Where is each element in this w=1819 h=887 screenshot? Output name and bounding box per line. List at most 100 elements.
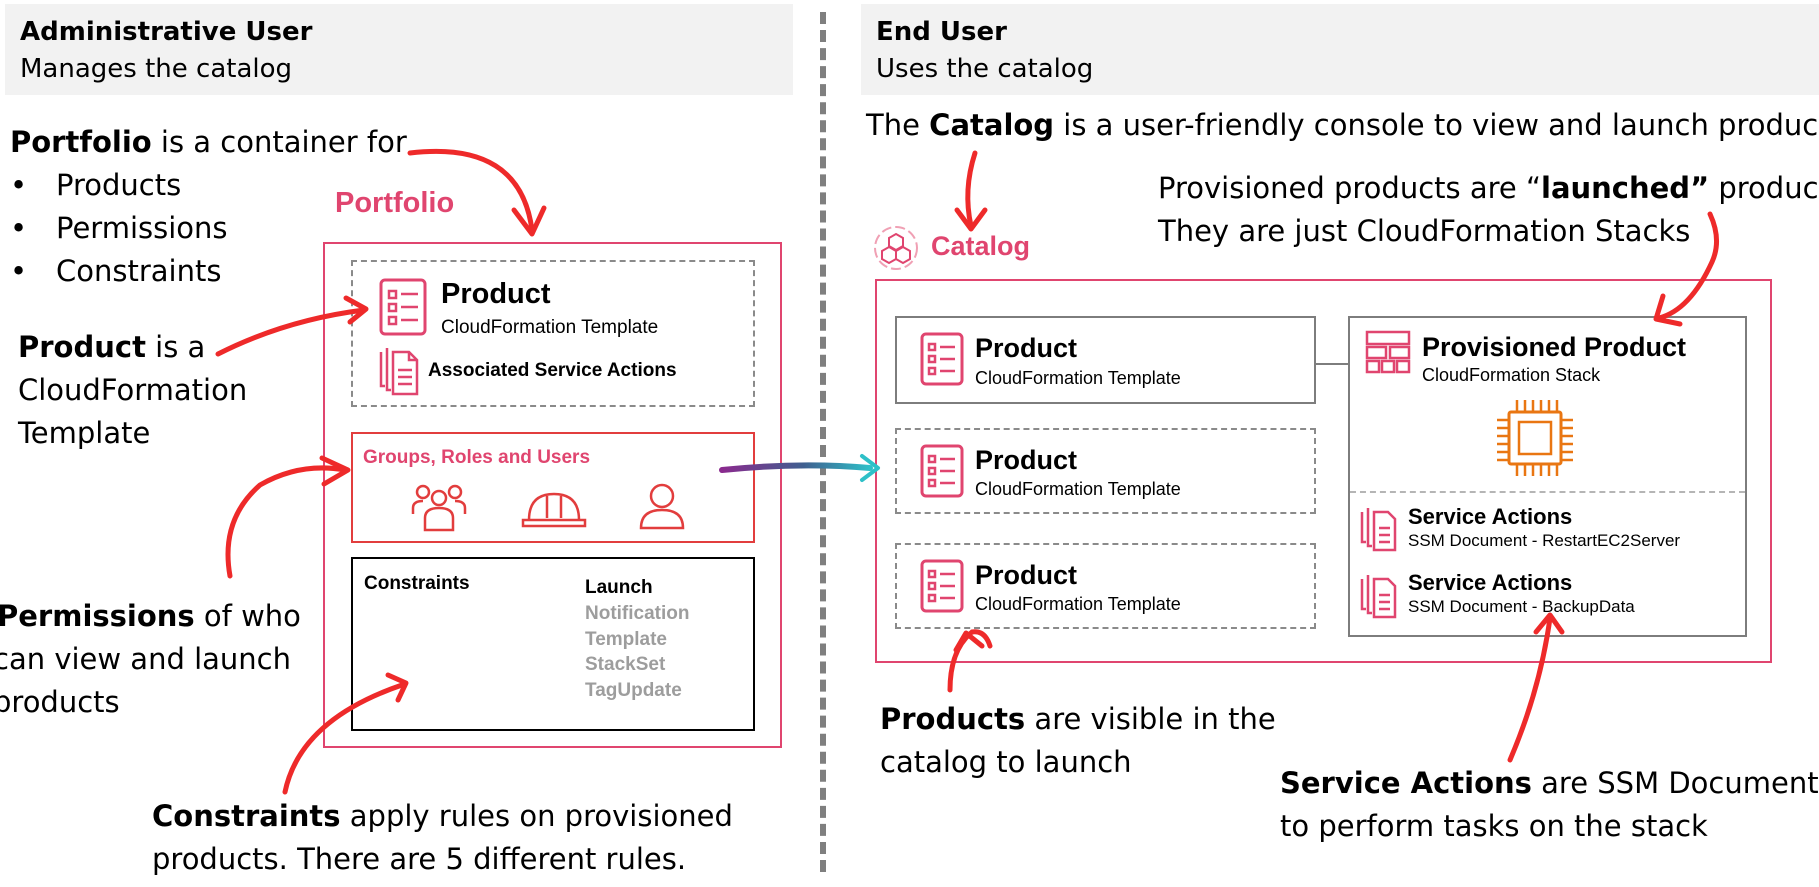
service-actions-note-text: are SSM Documents xyxy=(1531,766,1819,800)
arrow-catalog-head xyxy=(954,207,988,232)
portfolio-bullets: • Products • Permissions • Constraints xyxy=(10,164,228,293)
provisioned-note-pre: Provisioned products are “ xyxy=(1158,171,1541,205)
groups-roles-users-box: Groups, Roles and Users xyxy=(351,432,755,543)
catalog-note: The Catalog is a user-friendly console t… xyxy=(866,104,1819,147)
products-visible-note-bold: Products xyxy=(880,702,1026,736)
service-action-subtitle: SSM Document - BackupData xyxy=(1408,597,1635,616)
constraint-stackset: StackSet xyxy=(585,654,666,675)
catalog-label: Catalog xyxy=(931,231,1031,261)
permissions-note-text: of who xyxy=(194,599,301,633)
bullet-mark: • xyxy=(10,168,28,202)
product-list-icon xyxy=(379,278,427,336)
product-note-line3: Template xyxy=(18,416,151,450)
portfolio-product-subtitle: CloudFormation Template xyxy=(441,317,659,338)
hard-hat-icon xyxy=(521,492,587,528)
products-visible-note-text: are visible in the xyxy=(1025,702,1276,736)
portfolio-label: Portfolio xyxy=(335,187,455,219)
bullet-item: • Permissions xyxy=(10,207,228,250)
portfolio-product-box: Product CloudFormation Template Associat… xyxy=(351,260,755,407)
product-note: Product is a CloudFormation Template xyxy=(18,326,247,455)
portfolio-note-text: is a container for xyxy=(151,125,407,159)
end-user-header: End User Uses the catalog xyxy=(861,4,1819,95)
service-action-title[interactable]: Service Actions xyxy=(1408,504,1573,529)
catalog-product-title: Product xyxy=(975,333,1078,363)
catalog-product-title: Product xyxy=(975,445,1078,475)
permissions-note-bold: Permissions xyxy=(0,599,195,633)
catalog-product-card[interactable]: Product CloudFormation Template xyxy=(895,316,1316,404)
bullet-item: • Constraints xyxy=(10,250,228,293)
catalog-product-subtitle: CloudFormation Template xyxy=(975,594,1181,614)
provisioned-note-line2: They are just CloudFormation Stacks xyxy=(1158,214,1691,248)
admin-header-subtitle: Manages the catalog xyxy=(20,54,293,84)
catalog-product-title: Product xyxy=(975,560,1078,590)
provisioned-divider xyxy=(1350,491,1745,493)
portfolio-note: Portfolio is a container for xyxy=(10,121,407,164)
bullet-mark: • xyxy=(10,211,28,245)
portfolio-note-bold: Portfolio xyxy=(10,125,152,159)
provisioned-product-title: Provisioned Product xyxy=(1422,332,1687,362)
service-actions-note: Service Actions are SSM Documents to per… xyxy=(1280,762,1819,848)
provisioned-note-text: products xyxy=(1718,171,1819,205)
associated-service-actions-label: Associated Service Actions xyxy=(428,360,677,381)
stack-icon xyxy=(1365,330,1411,374)
service-actions-note-line2: to perform tasks on the stack xyxy=(1280,809,1708,843)
product-note-line2: CloudFormation xyxy=(18,373,248,407)
documents-icon xyxy=(379,348,419,396)
catalog-note-text: is a user-friendly console to view and l… xyxy=(1054,108,1819,142)
user-icon xyxy=(639,483,685,530)
groups-roles-users-label: Groups, Roles and Users xyxy=(363,447,591,468)
product-note-text: is a xyxy=(145,330,206,364)
constraint-template: Template xyxy=(585,629,668,650)
constraint-tagupdate: TagUpdate xyxy=(585,680,682,701)
product-list-icon xyxy=(920,444,964,498)
constraints-box: Constraints Launch Notification Template… xyxy=(351,557,755,731)
catalog-product-subtitle: CloudFormation Template xyxy=(975,368,1181,388)
end-user-header-subtitle: Uses the catalog xyxy=(876,54,1094,84)
service-actions-note-bold: Service Actions xyxy=(1280,766,1532,800)
admin-header-title: Administrative User xyxy=(20,17,313,47)
product-list-icon xyxy=(920,559,964,613)
constraint-launch: Launch xyxy=(585,577,653,598)
product-note-bold: Product xyxy=(18,330,146,364)
constraints-note: Constraints apply rules on provisioned p… xyxy=(152,795,733,881)
documents-icon xyxy=(1360,575,1397,619)
catalog-product-subtitle: CloudFormation Template xyxy=(975,479,1181,499)
products-visible-note: Products are visible in the catalog to l… xyxy=(880,698,1276,784)
bullet-constraints: Constraints xyxy=(56,254,222,288)
catalog-note-bold: Catalog xyxy=(929,108,1055,142)
documents-icon xyxy=(1360,508,1397,552)
constraint-notification: Notification xyxy=(585,603,690,624)
provisioned-product-subtitle: CloudFormation Stack xyxy=(1422,365,1601,385)
provisioned-note-bold: launched” xyxy=(1541,171,1710,205)
products-visible-note-line2: catalog to launch xyxy=(880,745,1132,779)
arrow-catalog xyxy=(965,150,978,229)
end-user-header-title: End User xyxy=(876,17,1007,47)
arrow-portfolio-head xyxy=(511,205,547,237)
admin-header: Administrative User Manages the catalog xyxy=(5,4,793,95)
bullet-products: Products xyxy=(56,168,182,202)
permissions-note: Permissions of who can view and launch p… xyxy=(0,595,301,724)
product-list-icon xyxy=(920,332,964,386)
service-action-subtitle: SSM Document - RestartEC2Server xyxy=(1408,531,1681,550)
catalog-note-pre: The xyxy=(866,108,930,142)
permissions-note-line2: can view and launch xyxy=(0,642,292,676)
provisioned-product-box[interactable]: Provisioned Product CloudFormation Stack… xyxy=(1348,316,1747,637)
constraints-note-bold: Constraints xyxy=(152,799,341,833)
catalog-product-card[interactable]: Product CloudFormation Template xyxy=(895,428,1316,514)
bullet-item: • Products xyxy=(10,164,228,207)
ec2-chip-icon xyxy=(1497,400,1573,476)
bullet-mark: • xyxy=(10,254,28,288)
bullet-permissions: Permissions xyxy=(56,211,228,245)
constraints-note-text: apply rules on provisioned xyxy=(340,799,733,833)
provisioned-note: Provisioned products are “launched” prod… xyxy=(1158,167,1819,253)
service-action-title[interactable]: Service Actions xyxy=(1408,570,1573,595)
catalog-product-card[interactable]: Product CloudFormation Template xyxy=(895,543,1316,629)
section-divider xyxy=(820,12,826,872)
portfolio-product-title: Product xyxy=(441,278,551,310)
users-group-icon xyxy=(411,484,467,532)
launch-connector-line xyxy=(1316,363,1349,365)
constraints-box-label: Constraints xyxy=(364,573,470,594)
catalog-cubes-icon xyxy=(874,226,918,270)
permissions-note-line3: products xyxy=(0,685,120,719)
constraints-note-line2: products. There are 5 different rules. xyxy=(152,842,687,876)
